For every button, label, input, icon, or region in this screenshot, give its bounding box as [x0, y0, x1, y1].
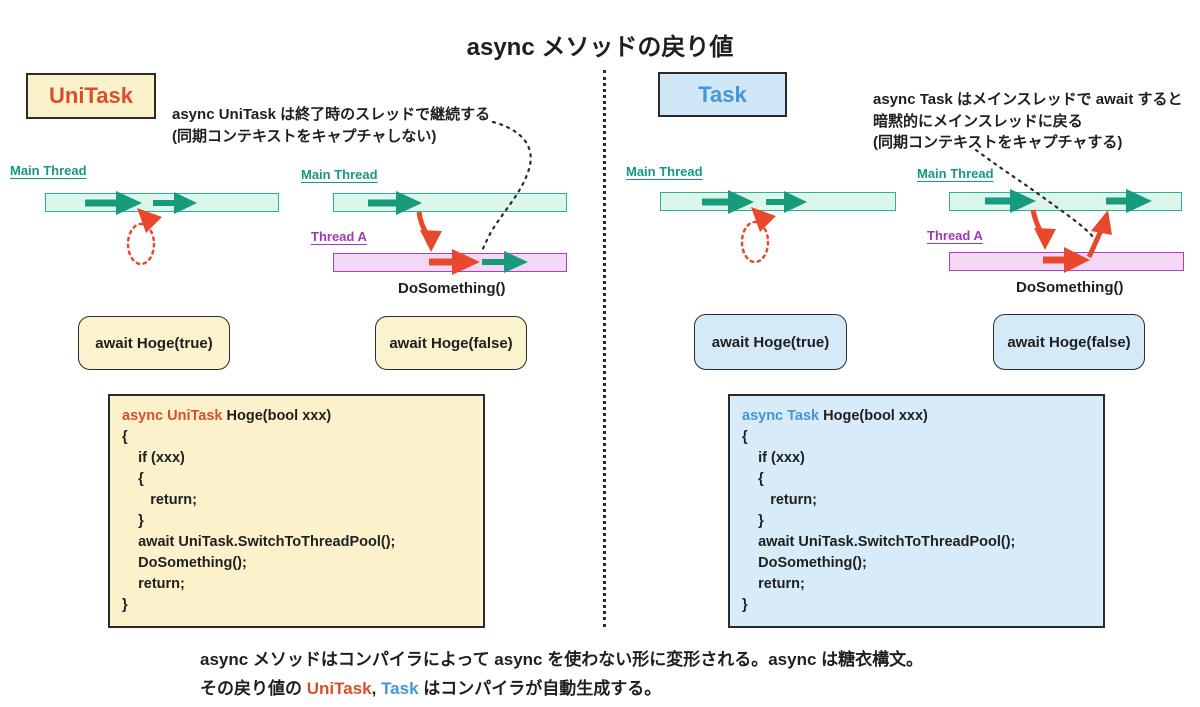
main-thread-label-left2: Main Thread — [301, 167, 378, 182]
main-thread-bar-right2 — [949, 192, 1182, 211]
code-line: await UniTask.SwitchToThreadPool(); — [742, 534, 1016, 550]
code-line: return; — [742, 576, 805, 592]
code-line: } — [122, 597, 128, 613]
thread-a-label-right: Thread A — [927, 228, 983, 243]
footer-line1: async メソッドはコンパイラによって async を使わない形に変形される。… — [200, 650, 924, 669]
code-signature: Hoge(bool xxx) — [222, 408, 332, 424]
code-line: } — [742, 513, 764, 529]
unitask-code-block: async UniTask Hoge(bool xxx) { if (xxx) … — [108, 394, 485, 628]
task-annotation-line1: async Task はメインスレッドで await すると — [873, 91, 1183, 108]
task-annotation-line2: 暗黙的にメインスレッドに戻る — [873, 112, 1083, 130]
code-keyword: async UniTask — [122, 408, 223, 424]
vertical-dotted-divider — [603, 70, 606, 627]
code-line: if (xxx) — [742, 450, 805, 466]
footer-unitask-word: UniTask — [306, 679, 372, 698]
unitask-badge: UniTask — [26, 73, 156, 119]
task-code-block: async Task Hoge(bool xxx) { if (xxx) { r… — [728, 394, 1105, 628]
code-keyword: async Task — [742, 408, 820, 424]
code-line: DoSomething(); — [742, 555, 867, 571]
task-annotation-line3: (同期コンテキストをキャプチャする) — [873, 134, 1123, 151]
task-annotation: async Task はメインスレッドで await すると 暗黙的にメインスレ… — [873, 89, 1183, 154]
thread-a-bar-left — [333, 253, 567, 272]
dosomething-caption-left: DoSomething() — [398, 280, 506, 297]
await-hoge-false-left-label: await Hoge(false) — [389, 334, 513, 352]
footer-line2-post: はコンパイラが自動生成する。 — [418, 679, 662, 698]
await-hoge-false-right-label: await Hoge(false) — [1007, 333, 1131, 351]
await-hoge-true-left-label: await Hoge(true) — [95, 334, 213, 352]
code-line: } — [742, 597, 748, 613]
code-line-signature: async Task Hoge(bool xxx) — [742, 406, 1103, 427]
dosomething-caption-right: DoSomething() — [1016, 279, 1124, 296]
main-thread-label-left1: Main Thread — [10, 163, 87, 178]
red-dotted-loop — [126, 222, 156, 266]
thread-a-bar-right — [949, 252, 1184, 271]
footer-line2-pre: その戻り値の — [200, 679, 307, 698]
main-thread-bar-right1 — [660, 192, 896, 211]
footer-line2: その戻り値の UniTask, Task はコンパイラが自動生成する。 — [200, 674, 923, 703]
red-switch-down-arrow — [1030, 209, 1056, 250]
code-line: return; — [122, 492, 197, 508]
await-hoge-false-right: await Hoge(false) — [993, 314, 1145, 370]
await-hoge-true-right-label: await Hoge(true) — [711, 333, 830, 351]
code-line: return; — [742, 492, 817, 508]
unitask-badge-label: UniTask — [49, 83, 133, 108]
await-hoge-true-left: await Hoge(true) — [78, 316, 230, 370]
red-switch-down-arrow — [416, 211, 442, 252]
footer-line2-sep: , — [371, 679, 382, 698]
unitask-annotation: async UniTask は終了時のスレッドで継続する (同期コンテキストをキ… — [172, 104, 490, 148]
main-thread-bar-left2 — [333, 193, 567, 212]
thread-a-label-left: Thread A — [311, 229, 367, 244]
main-thread-label-right1: Main Thread — [626, 164, 703, 179]
unitask-annotation-line2: (同期コンテキストをキャプチャしない) — [172, 128, 437, 145]
code-line: return; — [122, 576, 185, 592]
task-badge: Task — [658, 72, 787, 117]
unitask-annotation-line1: async UniTask は終了時のスレッドで継続する — [172, 106, 491, 123]
await-hoge-true-right: await Hoge(true) — [694, 314, 847, 370]
code-line: { — [122, 471, 144, 487]
code-line: if (xxx) — [122, 450, 185, 466]
page-title: async メソッドの戻り値 — [466, 34, 734, 61]
await-hoge-false-left: await Hoge(false) — [375, 316, 527, 370]
code-line: { — [742, 429, 748, 445]
code-line: await UniTask.SwitchToThreadPool(); — [122, 534, 396, 550]
code-line: { — [122, 429, 128, 445]
red-return-up-arrow — [1086, 210, 1112, 259]
code-line: } — [122, 513, 144, 529]
footer-task-word: Task — [381, 679, 419, 698]
code-line: DoSomething(); — [122, 555, 247, 571]
code-signature: Hoge(bool xxx) — [819, 408, 928, 424]
main-thread-label-right2: Main Thread — [917, 166, 994, 181]
main-thread-bar-left1 — [45, 193, 279, 212]
code-line-signature: async UniTask Hoge(bool xxx) — [122, 406, 483, 427]
red-dotted-loop — [740, 220, 770, 264]
code-line: { — [742, 471, 764, 487]
footer-note: async メソッドはコンパイラによって async を使わない形に変形される。… — [200, 645, 923, 703]
task-badge-label: Task — [698, 81, 747, 107]
